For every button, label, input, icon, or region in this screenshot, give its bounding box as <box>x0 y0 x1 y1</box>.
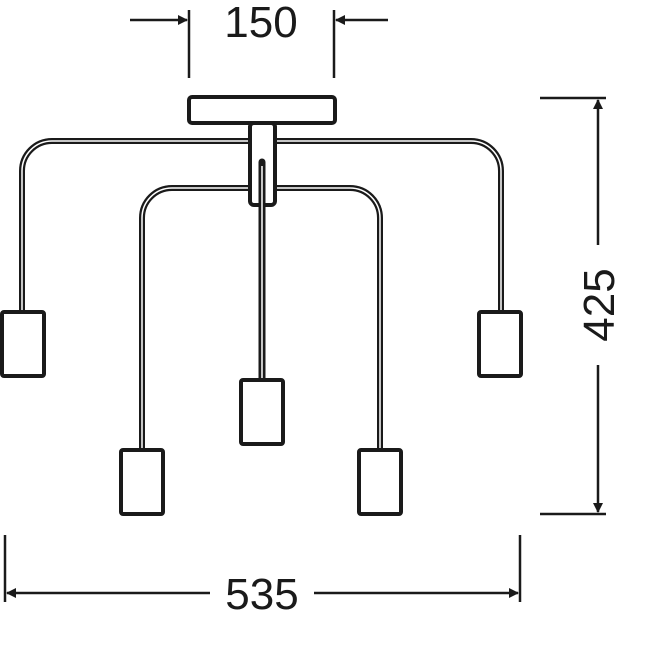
socket-center <box>239 378 285 446</box>
dimension-total-width <box>3 535 522 602</box>
dimension-label-total-width: 535 <box>225 570 298 619</box>
socket-inner-left <box>119 448 165 516</box>
socket-inner-right <box>357 448 403 516</box>
dimension-label-canopy-width: 150 <box>224 0 297 47</box>
ceiling-canopy <box>187 95 337 125</box>
dimension-label-height: 425 <box>575 268 624 341</box>
socket-outer-left <box>0 310 46 378</box>
dimension-canopy-width <box>130 10 388 78</box>
dimension-height <box>540 96 606 516</box>
socket-outer-right <box>477 310 523 378</box>
